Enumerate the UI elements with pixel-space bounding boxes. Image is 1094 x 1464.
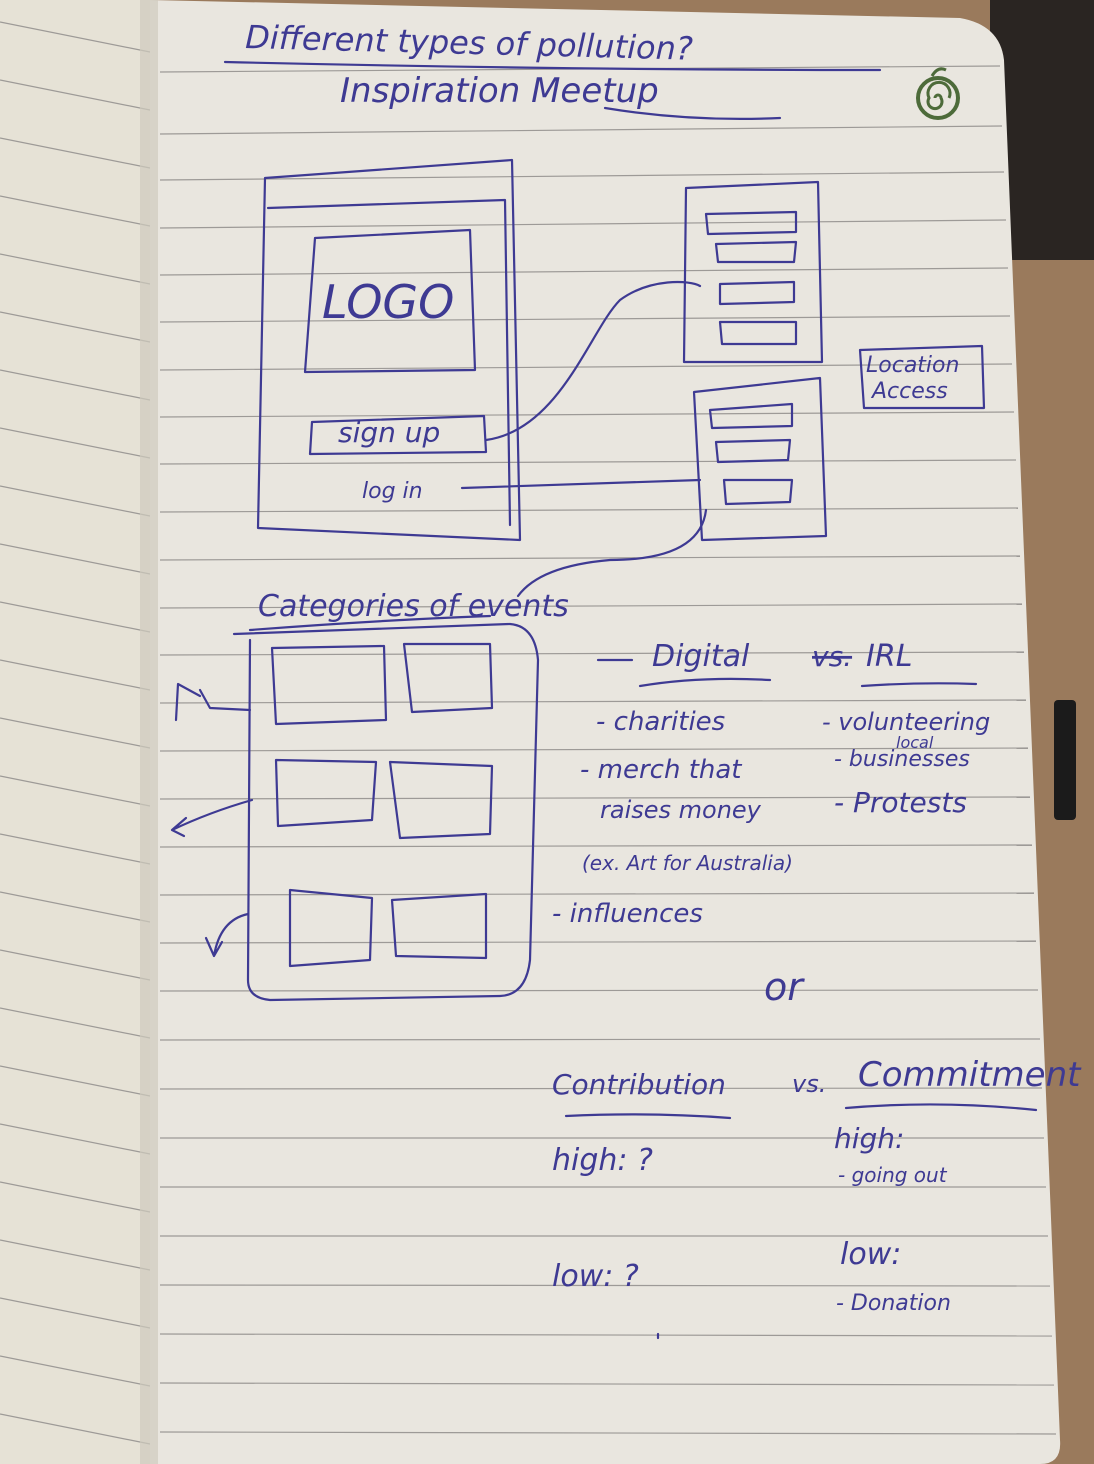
commitment-low: low: — [840, 1237, 901, 1272]
irl-item-volunteering: - volunteering — [822, 708, 990, 736]
left-page — [0, 0, 150, 1464]
irl-item-local: local — [896, 733, 934, 752]
irl-item-protests: - Protests — [834, 786, 967, 819]
sign-up-label: sign up — [338, 416, 440, 449]
contribution-high: high: ? — [552, 1143, 653, 1178]
left-page-lines — [0, 21, 151, 1445]
logo-label: LOGO — [322, 275, 454, 329]
app-name-underline — [603, 106, 782, 120]
categories-connector — [516, 508, 708, 598]
or-label: or — [764, 965, 805, 1009]
contribution-vs: vs. — [792, 1070, 826, 1098]
app-name: Inspiration Meetup — [340, 71, 659, 111]
title-underline — [223, 60, 882, 72]
signup-connector — [484, 280, 702, 442]
swipe-arrow-3 — [204, 912, 250, 958]
log-in-label: log in — [362, 479, 423, 504]
commitment-underline — [844, 1103, 1038, 1112]
digital-item-charities: - charities — [596, 707, 725, 737]
vs-label: vs. — [812, 640, 852, 673]
location-access-line-1: Location — [866, 353, 959, 378]
swipe-arrow-1 — [174, 682, 252, 722]
apple-spiral-icon — [916, 67, 960, 120]
digital-item-merch: - merch that — [580, 755, 742, 785]
categories-wireframe — [170, 622, 540, 1002]
location-access-box — [858, 344, 986, 410]
digital-item-influences: - influences — [552, 899, 703, 929]
contribution-underline — [564, 1113, 732, 1120]
page-gutter — [140, 0, 158, 1464]
sign-up-box — [308, 414, 488, 456]
swipe-arrow-2 — [170, 798, 254, 838]
categories-heading: Categories of events — [258, 589, 569, 624]
contribution-low: low: ? — [552, 1259, 639, 1294]
irl-heading: IRL — [866, 639, 912, 674]
commitment-high: high: — [834, 1122, 904, 1155]
logo-box — [303, 228, 477, 374]
contribution-heading: Contribution — [552, 1068, 726, 1101]
bookmark-strap — [1054, 700, 1076, 820]
right-page-lines — [159, 65, 1057, 1435]
digital-underline — [638, 677, 772, 688]
signup-screen-wireframe — [682, 180, 824, 364]
commitment-high-item: - going out — [838, 1163, 948, 1187]
irl-item-businesses: - businesses — [834, 747, 970, 772]
categories-underline — [248, 614, 492, 632]
digital-item-merch-cont: raises money — [600, 796, 762, 824]
location-access-line-2: Access — [870, 379, 948, 404]
login-connector — [460, 478, 702, 490]
login-screen-wireframe — [692, 376, 828, 542]
irl-underline — [860, 682, 978, 688]
phone-wireframe: LOGO sign up log in — [256, 158, 522, 542]
commitment-heading: Commitment — [858, 1055, 1082, 1095]
right-page — [150, 0, 1061, 1464]
digital-item-example: (ex. Art for Australia) — [582, 851, 793, 875]
commitment-low-item: - Donation — [836, 1291, 951, 1316]
digital-heading: Digital — [652, 639, 750, 674]
